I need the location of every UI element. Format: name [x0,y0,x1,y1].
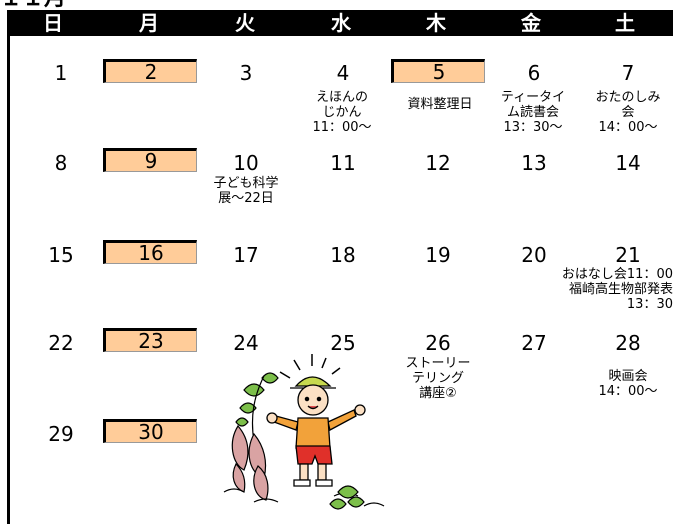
child-icon [266,376,366,487]
event-day-21-storytime: おはなし会11：00 [561,267,673,282]
sweet-potato-icon [231,424,269,501]
event-day-5: 資料整理日 [407,97,473,112]
day-5-highlighted: 5 [391,59,485,83]
event-day-6: ティータイ ム読書会 13：30～ [500,90,566,135]
leaf-icon [235,372,279,443]
leaf-cluster-icon [329,485,365,510]
day-11: 11 [330,151,356,175]
child-sweet-potato-illustration [223,354,385,510]
day-12: 12 [425,151,451,175]
day-28: 28 [615,331,641,355]
event-day-28: 映画会 14：00～ [598,369,658,399]
day-10: 10 [233,151,259,175]
day-18: 18 [330,243,356,267]
day-29: 29 [48,422,74,446]
day-1: 1 [54,61,68,85]
event-day-7: おたのしみ 会 14：00～ [595,90,661,135]
day-7: 7 [621,61,635,85]
day-15: 15 [48,243,74,267]
sparkle-lines-icon [279,354,341,379]
weekday-thu: 木 [426,11,446,35]
day-23-closed: 23 [103,328,197,352]
day-30-closed: 30 [103,419,197,443]
day-21: 21 [615,243,641,267]
weekday-sun: 日 [43,11,63,35]
event-day-21-presentation: 福崎高生物部発表 [568,282,673,297]
weekday-wed: 水 [331,11,351,35]
weekday-mon: 月 [139,11,159,35]
event-day-26: ストーリー テリング 講座② [405,356,471,401]
day-4: 4 [336,61,350,85]
event-day-10: 子ども科学 展～22日 [213,176,279,206]
day-8: 8 [54,151,68,175]
day-20: 20 [521,243,547,267]
event-day-4: えほんの じかん 11：00～ [312,90,372,135]
day-26: 26 [425,331,451,355]
day-13: 13 [521,151,547,175]
day-27: 27 [521,331,547,355]
day-3: 3 [239,61,253,85]
weekday-fri: 金 [521,11,541,35]
event-day-21-time: 13：30 [626,297,673,312]
day-17: 17 [233,243,259,267]
weekday-sat: 土 [615,11,635,35]
day-2-closed: 2 [103,59,197,83]
month-label-fragment: １１月 [0,0,66,10]
day-14: 14 [615,151,641,175]
day-24: 24 [233,331,259,355]
left-border [7,36,10,524]
day-25: 25 [330,331,356,355]
day-22: 22 [48,331,74,355]
day-6: 6 [527,61,541,85]
day-19: 19 [425,243,451,267]
day-16-closed: 16 [103,240,197,264]
weekday-header: 日 月 火 水 木 金 土 [7,10,673,36]
day-9-closed: 9 [103,148,197,172]
weekday-tue: 火 [235,11,255,35]
